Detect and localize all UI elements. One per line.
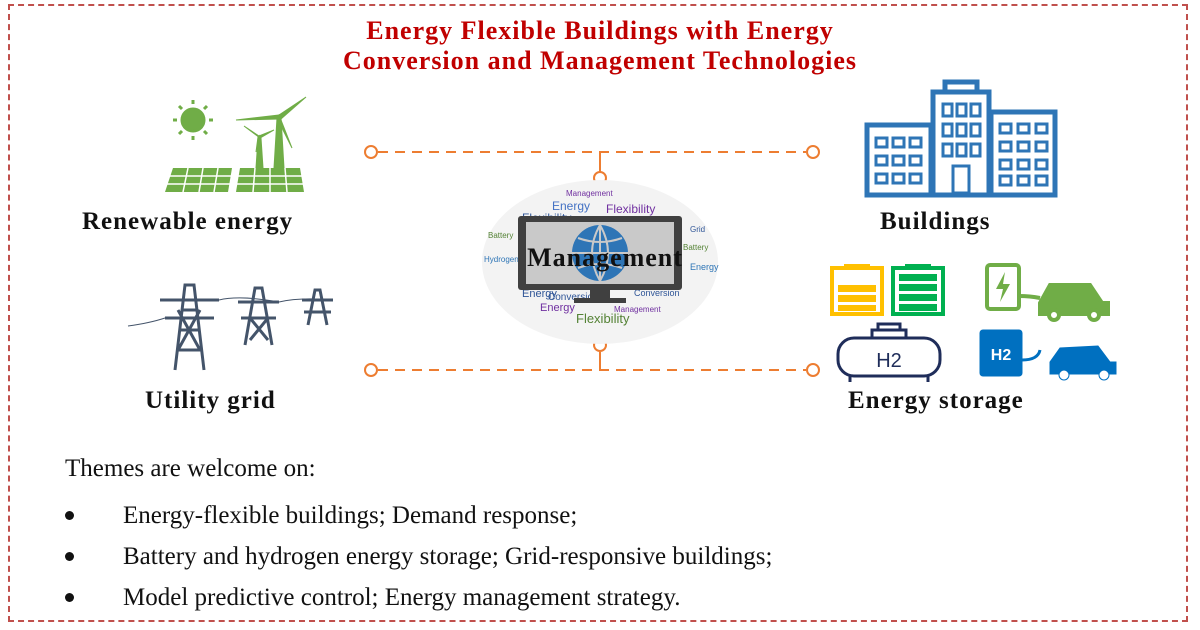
sun-icon [173, 100, 213, 140]
theme-text: Energy-flexible buildings; Demand respon… [123, 502, 578, 529]
page-frame [8, 4, 1188, 622]
themes-heading: Themes are welcome on: [65, 455, 316, 482]
cloud-word: Hydrogen [484, 255, 519, 264]
cloud-word: Conversion [548, 292, 599, 303]
bullet-icon [65, 552, 74, 561]
themes-list: Energy-flexible buildings; Demand respon… [65, 495, 772, 618]
cloud-word: Flexibility [576, 311, 630, 326]
page-title: Energy Flexible Buildings with Energy Co… [0, 16, 1200, 76]
connector-lines [364, 145, 820, 377]
hydrogen-station-icon [979, 329, 1117, 381]
solar-panel-icon [165, 167, 304, 193]
list-item: Model predictive control; Energy managem… [65, 577, 772, 618]
h2-station-label: H2 [991, 347, 1012, 364]
list-item: Energy-flexible buildings; Demand respon… [65, 495, 772, 536]
grid-label: Utility grid [145, 387, 276, 414]
building-icon [864, 79, 1058, 198]
theme-text: Battery and hydrogen energy storage; Gri… [123, 543, 773, 570]
bullet-icon [65, 511, 74, 520]
cloud-word: Flexibility [606, 202, 655, 216]
connector-node [364, 363, 378, 377]
connector-node [806, 363, 820, 377]
title-line-2: Conversion and Management Technologies [343, 46, 857, 75]
renewable-label: Renewable energy [82, 208, 294, 235]
cloud-word: Energy [522, 288, 557, 300]
ev-charging-icon [985, 263, 1110, 322]
buildings-label: Buildings [880, 208, 991, 235]
battery-icon [830, 264, 945, 316]
h2-tank-label: H2 [876, 350, 902, 372]
theme-text: Model predictive control; Energy managem… [123, 584, 681, 611]
monitor-globe-icon [518, 216, 682, 303]
connector-node [364, 145, 378, 159]
hydrogen-tank-icon [836, 322, 942, 382]
title-line-1: Energy Flexible Buildings with Energy [366, 16, 834, 45]
transmission-tower-icon [127, 283, 334, 371]
cloud-word: Energy [540, 302, 575, 314]
cloud-word: Management [614, 305, 661, 314]
cloud-word: Energy [552, 199, 590, 213]
cloud-word: Battery [683, 243, 708, 252]
list-item: Battery and hydrogen energy storage; Gri… [65, 536, 772, 577]
cloud-word: Conversion [634, 288, 680, 298]
wind-turbine-icon [235, 96, 307, 169]
cloud-word: Energy [690, 262, 719, 272]
storage-label: Energy storage [848, 387, 1024, 414]
cloud-word: Grid [690, 225, 705, 234]
cloud-word: Management [566, 189, 613, 198]
cloud-word: Battery [488, 231, 513, 240]
bullet-icon [65, 593, 74, 602]
center-label: Management [527, 243, 683, 272]
connector-node [806, 145, 820, 159]
